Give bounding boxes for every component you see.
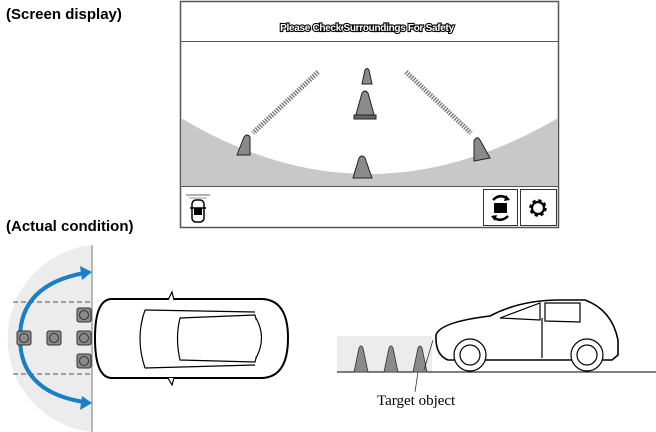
gear-icon	[529, 199, 547, 217]
vehicle-side-view	[435, 299, 619, 372]
left-guide-line	[251, 70, 320, 135]
vehicle-top-view	[93, 290, 290, 387]
cone-icon	[353, 345, 428, 373]
heading-actual-condition: (Actual condition)	[6, 218, 134, 235]
cone-top-icon	[16, 307, 92, 369]
screen-message: Please Check Surroundings For Safety	[280, 23, 454, 34]
camera-screen: Please Check Surroundings For Safety	[179, 0, 560, 229]
target-object-label: Target object	[377, 393, 456, 409]
settings-button[interactable]	[520, 189, 557, 226]
side-view-condition: Target object	[337, 299, 656, 409]
cone-icon	[236, 68, 491, 179]
vehicle-top-view-icon	[186, 194, 210, 223]
top-view-condition	[7, 245, 290, 432]
target-leader-line	[414, 371, 419, 393]
road-area	[181, 118, 558, 186]
camera-switch-button[interactable]	[483, 189, 518, 226]
heading-screen-display: (Screen display)	[6, 6, 122, 23]
camera-switch-icon	[491, 195, 510, 221]
right-guide-line	[404, 70, 473, 135]
